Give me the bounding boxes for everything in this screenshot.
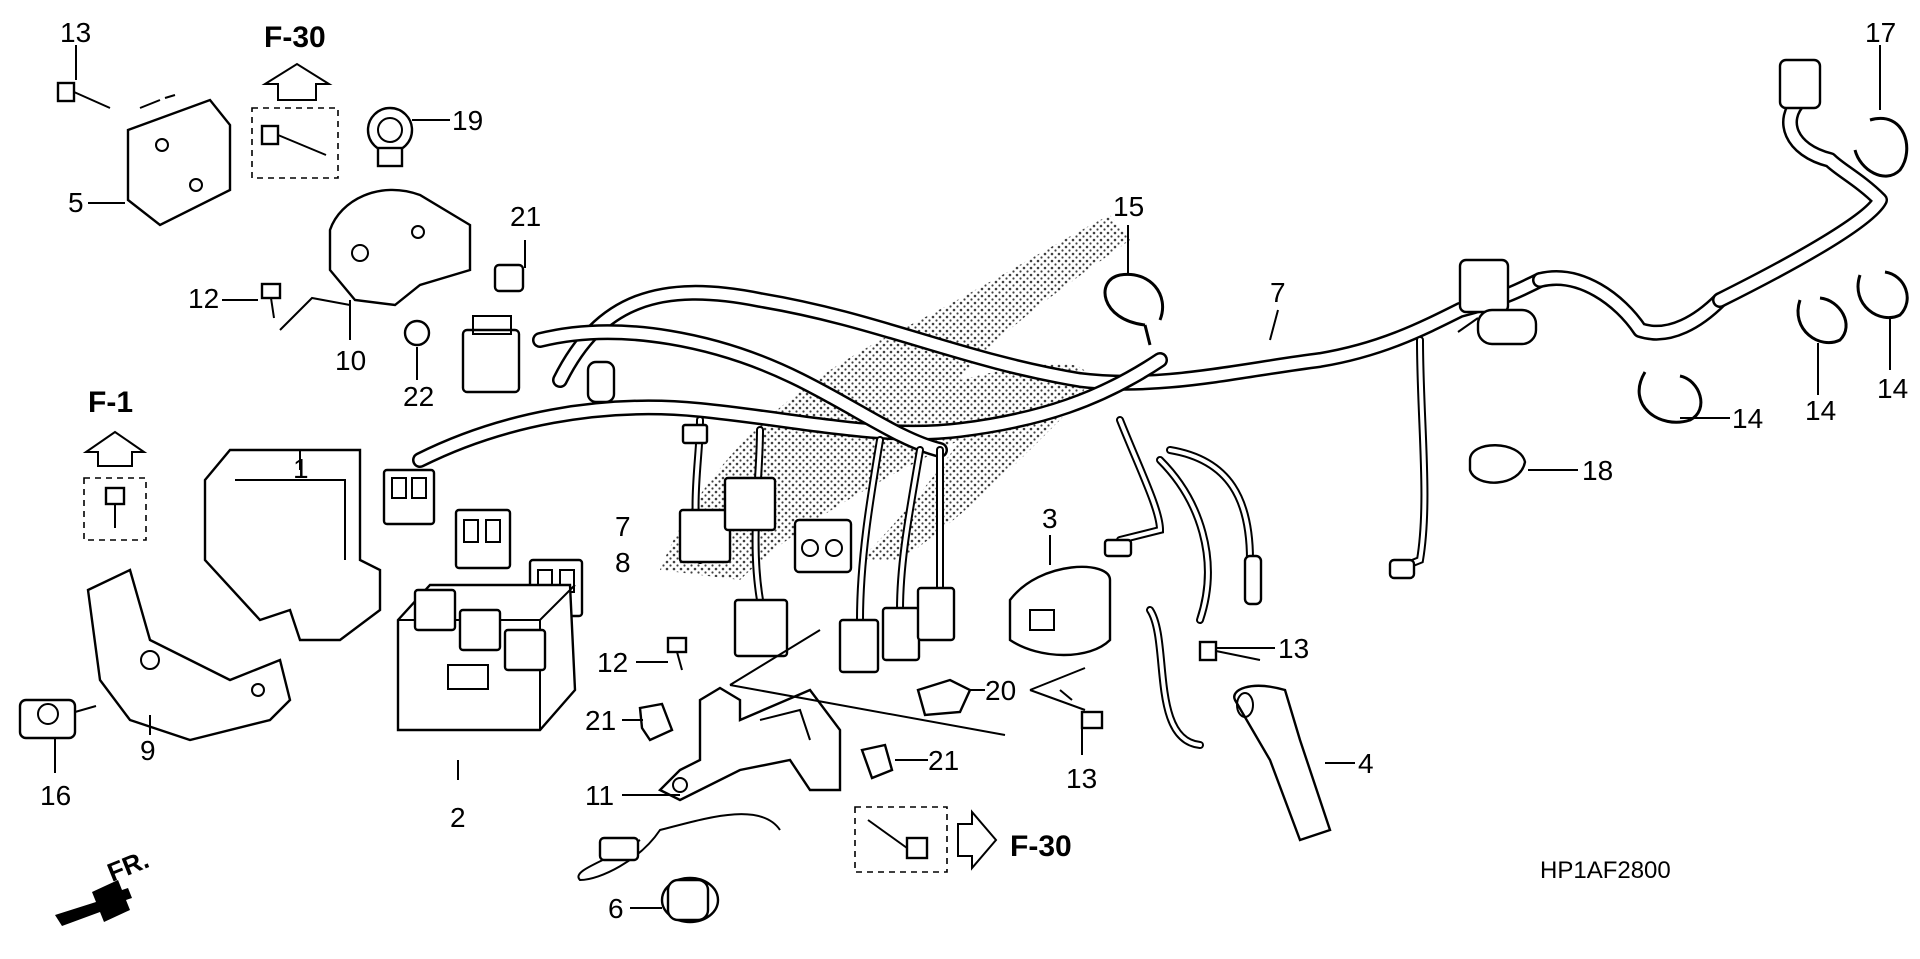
callout-21: 21	[585, 705, 616, 736]
callout-6: 6	[608, 893, 624, 924]
spark-plug-cap	[1233, 684, 1332, 842]
noise-filter	[1457, 308, 1538, 346]
bolt-icon	[1059, 689, 1104, 730]
callout-5: 5	[68, 187, 84, 218]
cable-band-icon	[1856, 270, 1909, 320]
callout-13: 13	[1066, 763, 1097, 794]
cable-band-icon	[1853, 116, 1909, 178]
right-arrow-icon	[957, 809, 998, 871]
bolt-icon	[666, 636, 688, 671]
cable-band-icon	[1796, 296, 1848, 345]
bolt-icon	[1198, 640, 1261, 662]
honda-wing-watermark	[660, 215, 1130, 580]
wire-clip-icon	[916, 678, 972, 717]
callout-10: 10	[335, 345, 366, 376]
callout-20: 20	[985, 675, 1016, 706]
diagram-code: HP1AF2800	[1540, 857, 1671, 884]
callout-7: 7	[1270, 277, 1286, 308]
wire-clip-icon	[638, 702, 674, 742]
callout-2: 2	[450, 802, 466, 833]
regulator-rectifier	[126, 94, 232, 227]
reference-f30-bottom: F-30	[1010, 830, 1072, 863]
bolt-icon	[56, 81, 111, 109]
ecm-unit	[396, 583, 577, 732]
bolt-icon	[260, 124, 327, 156]
callout-14: 14	[1805, 395, 1836, 426]
bolt-icon	[867, 819, 929, 860]
callout-9: 9	[140, 735, 156, 766]
callout-22: 22	[403, 381, 434, 412]
bolt-icon	[104, 486, 126, 528]
callout-labels: 13 5 19 21 12 10 22 15 7 17 14 14 14 18 …	[40, 17, 1908, 924]
callout-17: 17	[1865, 17, 1896, 48]
callout-8: 8	[615, 547, 631, 578]
up-arrow-icon	[261, 62, 333, 101]
harness-connectors	[382, 58, 1822, 674]
mounting-bracket	[279, 188, 472, 331]
nut-icon	[403, 319, 431, 347]
dashed-bolt-box	[251, 107, 339, 179]
callout-12: 12	[188, 283, 219, 314]
up-arrow-icon	[82, 430, 148, 467]
callout-21: 21	[510, 201, 541, 232]
callout-11: 11	[585, 780, 614, 811]
starter-relay	[1008, 565, 1112, 657]
front-direction-arrow-icon	[55, 880, 132, 926]
callout-19: 19	[452, 105, 483, 136]
bolt-icon	[260, 282, 282, 319]
cable-clamp-icon	[18, 698, 97, 740]
front-direction-label: FR.	[103, 844, 153, 888]
callout-21: 21	[928, 745, 959, 776]
wire-clip-icon	[493, 263, 525, 293]
dashed-bolt-box	[854, 806, 948, 873]
cable-clamp-icon	[1468, 444, 1527, 484]
mounting-bracket	[86, 568, 292, 742]
ignition-condenser	[577, 813, 781, 924]
cable-band-icon	[1637, 371, 1703, 424]
reference-f1: F-1	[88, 386, 133, 419]
callout-7: 7	[615, 511, 631, 542]
wire-clip-icon	[860, 743, 894, 780]
callout-1: 1	[293, 453, 309, 484]
callout-15: 15	[1113, 191, 1144, 222]
cable-band-icon	[1103, 272, 1165, 346]
callout-13: 13	[60, 17, 91, 48]
mounting-bracket	[657, 686, 842, 802]
callout-4: 4	[1358, 748, 1374, 779]
ecm-holder	[203, 448, 382, 642]
callout-12: 12	[597, 647, 628, 678]
leader-lines	[54, 45, 1891, 909]
main-wire-harness	[412, 92, 1888, 749]
callout-14: 14	[1877, 373, 1908, 404]
dashed-bolt-box	[83, 477, 147, 541]
reference-f30-top: F-30	[264, 21, 326, 54]
cable-clamp-icon	[366, 106, 414, 168]
callout-16: 16	[40, 780, 71, 811]
callout-14: 14	[1732, 403, 1763, 434]
callout-3: 3	[1042, 503, 1058, 534]
callout-18: 18	[1582, 455, 1613, 486]
callout-13: 13	[1278, 633, 1309, 664]
